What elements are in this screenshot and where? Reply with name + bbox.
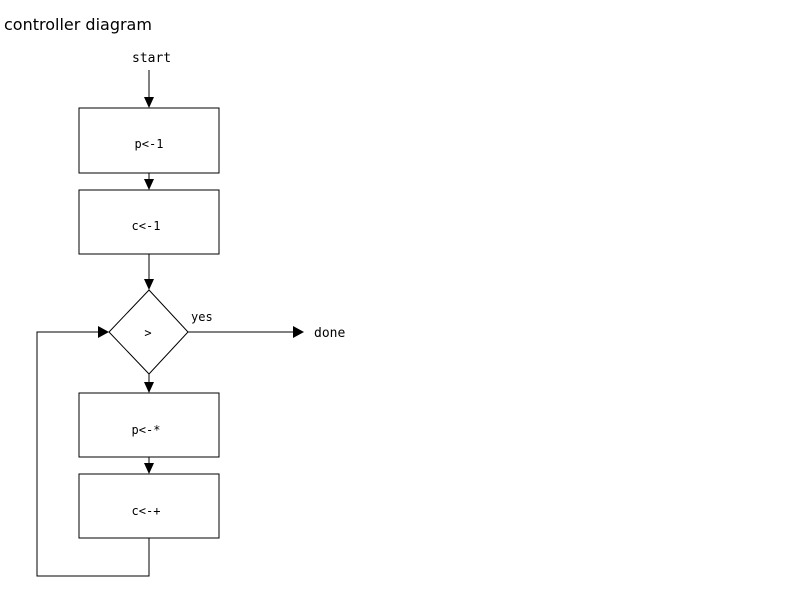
arrowhead-box2 [144, 179, 154, 190]
arrowhead-decision-top [144, 279, 154, 290]
process-box-4-label: c<-+ [132, 504, 161, 518]
arrowhead-loop [98, 326, 109, 338]
process-box-2 [78, 189, 220, 255]
decision-label: > [144, 326, 151, 340]
arrowhead-box4 [144, 463, 154, 474]
process-box-2-label: c<-1 [132, 219, 161, 233]
yes-label: yes [191, 310, 213, 324]
arrowhead-done [293, 326, 304, 338]
process-box-1-label: p<-1 [135, 137, 164, 151]
arrowhead-box1 [144, 97, 154, 108]
diagram-title: controller diagram [4, 15, 152, 34]
done-label: done [314, 326, 345, 341]
start-label: start [132, 51, 171, 66]
process-box-3-label: p<-* [132, 423, 161, 437]
process-box-3 [78, 392, 220, 458]
process-box-4 [78, 473, 220, 539]
edge-loop-back [36, 331, 150, 577]
arrowhead-box3 [144, 382, 154, 393]
